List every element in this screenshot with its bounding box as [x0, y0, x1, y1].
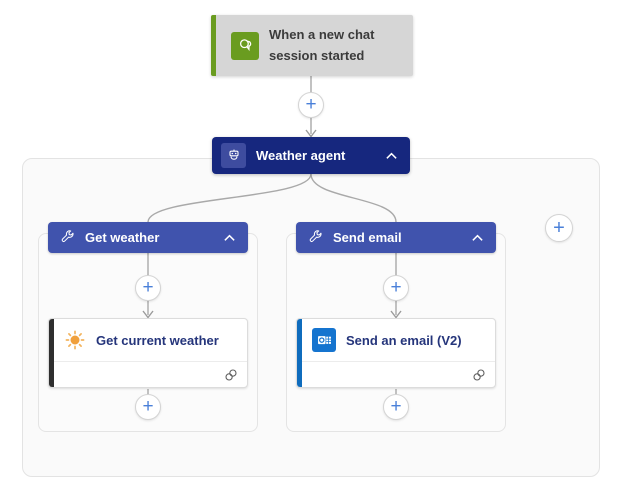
chat-bubbles-icon	[231, 31, 259, 60]
card-accent-bar	[49, 319, 54, 387]
action-card-send-an-email-v2[interactable]: Send an email (V2)	[296, 318, 496, 388]
trigger-node-new-chat-session[interactable]: When a new chat session started	[211, 15, 413, 76]
branch-header-get-weather[interactable]: Get weather	[48, 222, 248, 253]
chevron-up-icon[interactable]	[471, 234, 484, 242]
branch-header-send-email[interactable]: Send email	[296, 222, 496, 253]
wrench-icon	[308, 230, 323, 245]
add-action-button-get-weather-bottom[interactable]: +	[135, 394, 161, 420]
trigger-label: When a new chat session started	[269, 26, 375, 63]
link-icon	[224, 368, 238, 382]
card-footer	[49, 361, 247, 387]
chevron-up-icon[interactable]	[385, 152, 398, 160]
add-tool-button[interactable]: +	[545, 214, 573, 242]
branch-header-label: Send email	[333, 230, 402, 245]
agent-node-weather-agent[interactable]: Weather agent	[212, 137, 410, 174]
bot-icon	[221, 143, 246, 168]
insert-action-button-send-email[interactable]: +	[383, 275, 409, 301]
action-card-title: Get current weather	[96, 332, 219, 348]
action-card-title: Send an email (V2)	[346, 332, 462, 348]
sun-icon	[64, 329, 86, 351]
insert-action-button-top[interactable]: +	[298, 92, 324, 118]
insert-action-button-get-weather[interactable]: +	[135, 275, 161, 301]
add-action-button-send-email-bottom[interactable]: +	[383, 394, 409, 420]
link-icon	[472, 368, 486, 382]
outlook-icon	[312, 328, 336, 352]
wrench-icon	[60, 230, 75, 245]
card-footer	[297, 361, 495, 387]
branch-header-label: Get weather	[85, 230, 160, 245]
card-accent-bar	[297, 319, 302, 387]
agent-label: Weather agent	[256, 148, 346, 163]
chevron-up-icon[interactable]	[223, 234, 236, 242]
action-card-get-current-weather[interactable]: Get current weather	[48, 318, 248, 388]
